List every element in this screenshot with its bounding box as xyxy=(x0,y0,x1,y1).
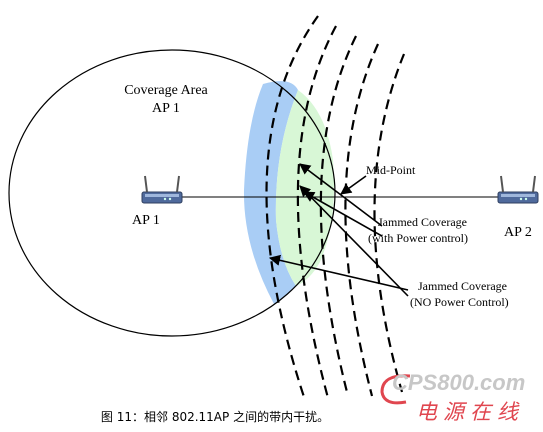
ap2-label: AP 2 xyxy=(504,225,532,240)
figure-caption: 图 11：相邻 802.11AP 之间的带内干扰。 xyxy=(100,410,330,424)
ap1-label: AP 1 xyxy=(132,213,160,228)
watermark-swoosh-icon xyxy=(380,374,411,405)
arrow-power-control-2 xyxy=(303,191,383,237)
interference-arcs xyxy=(265,15,406,401)
jammed-region-no-power-control xyxy=(243,81,298,304)
arc-3 xyxy=(319,35,357,397)
arc-4 xyxy=(344,43,380,397)
jammed-no-power-control-line1: Jammed Coverage xyxy=(418,279,507,293)
mid-point-label: Mid-Point xyxy=(366,163,416,177)
watermark-tagline: 电源在线 xyxy=(416,400,524,424)
jammed-power-control-line1: Jammed Coverage xyxy=(378,215,467,229)
arc-2 xyxy=(296,25,337,399)
watermark-logo: CPS800.com 电源在线 xyxy=(380,366,540,426)
arc-5 xyxy=(373,53,406,393)
coverage-label-line1: Coverage Area xyxy=(124,83,208,98)
jammed-power-control-line2: (with Power control) xyxy=(368,231,468,245)
mid-point-pointer xyxy=(340,175,367,195)
arrow-no-power-control-1 xyxy=(268,254,409,291)
watermark-brand: CPS800.com xyxy=(392,370,526,395)
arrow-no-power-control-2 xyxy=(299,185,409,297)
coverage-ellipse-ap1 xyxy=(8,49,336,337)
ap2-router-icon xyxy=(497,175,539,204)
ap1-router-icon xyxy=(141,175,183,204)
jammed-no-power-control-line2: (NO Power Control) xyxy=(410,295,509,309)
arrow-power-control-1 xyxy=(299,163,383,227)
coverage-label-line2: AP 1 xyxy=(152,101,180,116)
